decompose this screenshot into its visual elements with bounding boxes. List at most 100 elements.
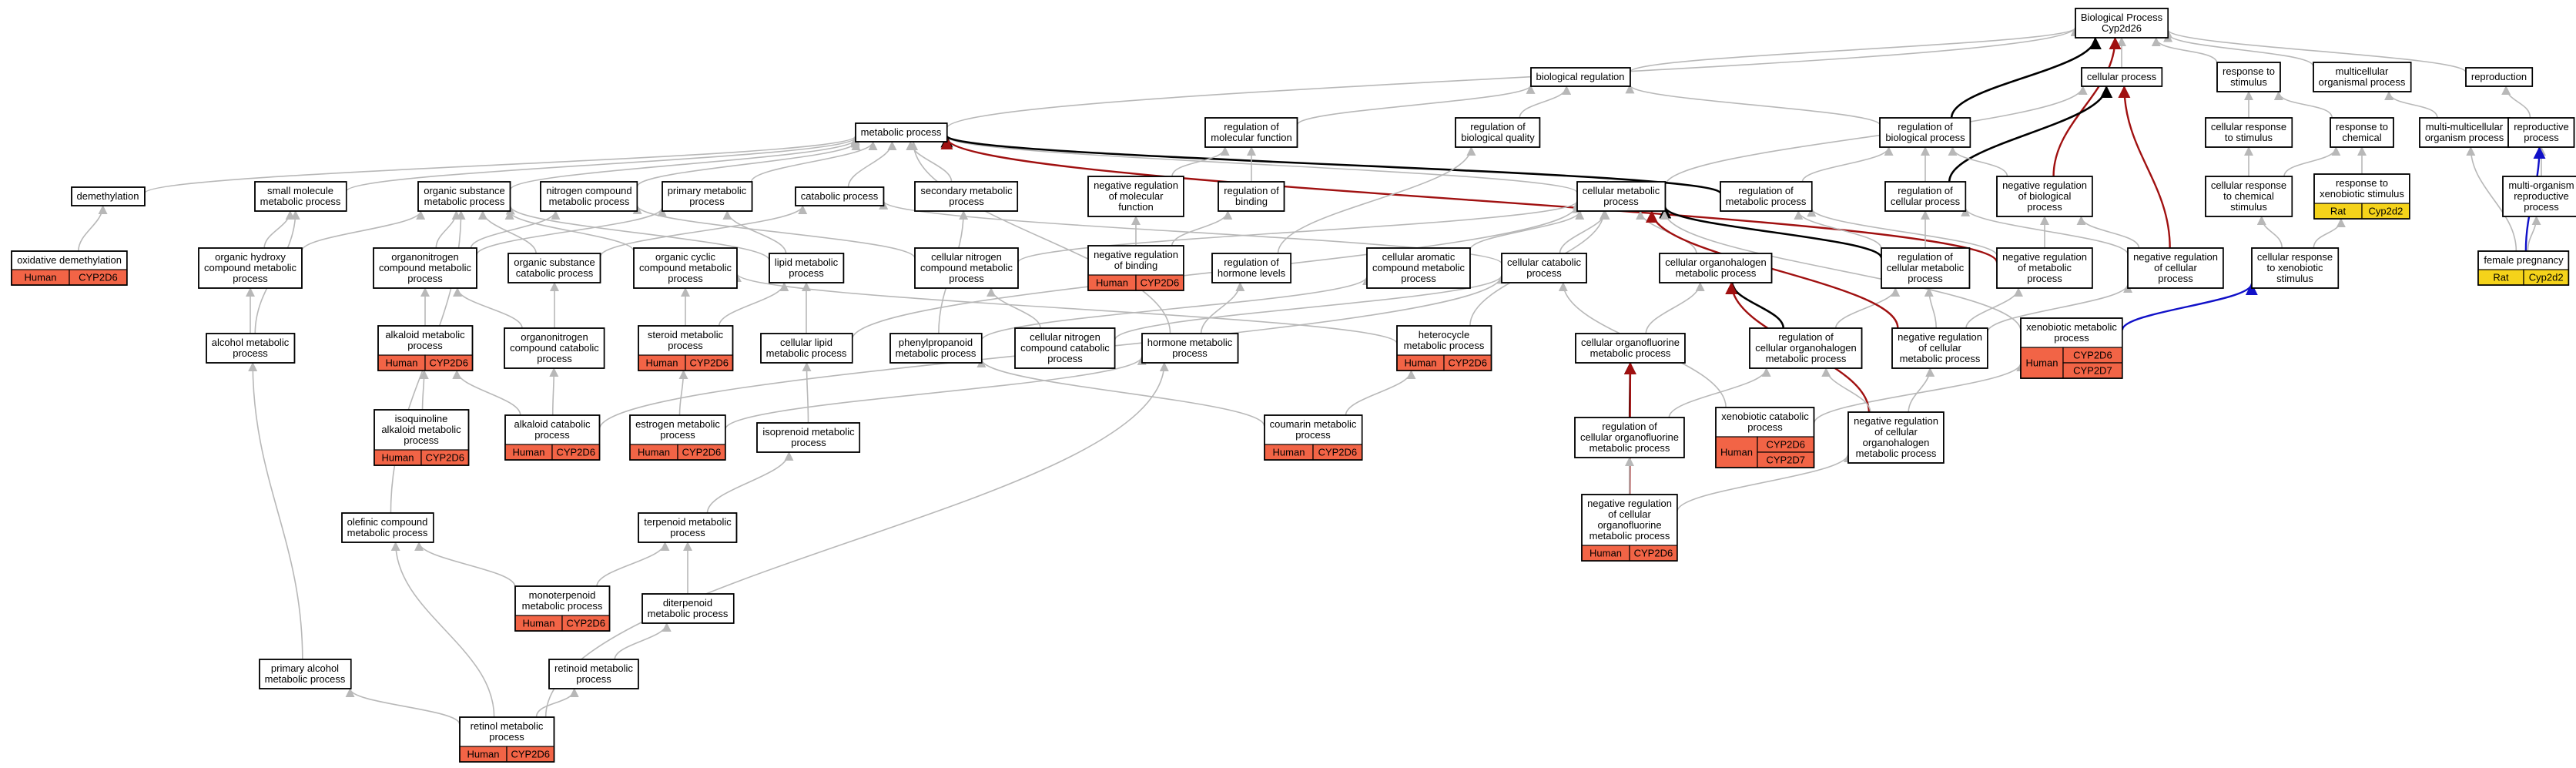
gene-label: CYP2D7 [1766,454,1805,466]
term-box [2205,176,2293,217]
edge-grey [1469,210,1585,250]
edge-grey [1948,146,2008,177]
edge-grey [909,141,1171,334]
term-label-line: oxidative demethylation [17,254,122,266]
gene-label: Cyp2d2 [2369,206,2403,217]
edge-grey [1668,367,1771,418]
species-label: Human [2026,357,2058,369]
term-label-line: process [689,196,725,207]
edge-grey [1629,26,2080,73]
term-label-line: metabolic process [1856,448,1937,459]
term-label-line: process [407,273,443,284]
edge-grey [732,273,1398,344]
term-label-line: process [1401,273,1436,284]
edge-grey [2313,218,2346,249]
edge-grey [248,362,303,660]
gene-label: CYP2D6 [689,357,729,369]
term-label-line: metabolic process [1589,442,1670,454]
term-label-line: response to [2223,65,2275,77]
term-label-line: process [404,434,439,446]
term-label-line: negative regulation [2002,251,2087,263]
term-label-line: process [949,273,984,284]
term-label-line: organismal process [2319,76,2406,88]
term-label-line: regulation of [1224,257,1279,268]
edge-red [2052,37,2122,177]
term-label-line: catabolic process [516,267,594,279]
term-label-line: metabolic process [1590,347,1671,359]
edge-grey [470,210,561,249]
species-label: Human [1273,447,1305,458]
term-label-line: process [233,347,268,359]
term-label-line: of biological [2018,190,2072,202]
term-label-line: isoquinoline [395,413,448,424]
term-label-line: organohalogen [1863,437,1930,448]
edge-grey [78,205,108,252]
term-label-line: metabolic process [522,600,603,612]
term-label-line: negative regulation [2002,179,2087,191]
term-label-line: regulation of [1898,121,1953,132]
term-label-line: regulation of [1470,121,1526,132]
edge-grey [1660,210,2022,331]
term-label-line: organonitrogen [391,251,458,263]
edge-grey [1277,146,1476,254]
edge-grey [1200,282,1245,334]
gene-label: CYP2D6 [425,452,464,464]
term-label-line: process [1295,429,1331,441]
term-label-line: of binding [1114,260,1157,271]
term-label-line: regulation of [1602,421,1657,432]
edge-grey [1519,86,1572,119]
edge-black [1659,206,1883,259]
edge-grey [2163,32,2314,67]
term-label-line: of cellular [1918,342,1961,354]
edge-grey [1114,274,1506,340]
gene-label: CYP2D6 [1141,277,1180,289]
term-box [1366,247,1471,289]
edge-grey [1559,210,1610,254]
edge-grey [987,287,1041,329]
gene-label: CYP2D6 [79,272,118,283]
term-label-line: metabolic process [1726,196,1807,207]
term-label-line: monoterpenoid [529,589,596,601]
term-label-line: reproduction [2471,71,2527,82]
species-label: Human [382,452,414,464]
go-term-demethylation: demethylation [71,186,146,206]
gene-label: CYP2D6 [682,447,722,458]
gene-label: CYP2D6 [1634,548,1673,559]
edge-grey [453,287,523,329]
term-label-line: process [1172,347,1208,359]
term-label-line: cellular catabolic [1507,257,1582,268]
term-box [1218,181,1285,212]
term-label-line: cellular process [2087,71,2157,82]
term-label-line: metabolic process [896,347,976,359]
term-label-line: process [1603,196,1639,207]
term-label-line: regulation of [1738,185,1794,196]
edge-grey [636,141,861,187]
term-label-line: estrogen metabolic [635,418,720,430]
edge-grey [452,370,521,416]
term-label-line: process [949,196,984,207]
edge-black [940,135,1721,194]
term-label-line: cellular lipid [780,337,832,348]
go-term-xenobiotic-metabolic-process: xenobiotic metabolicprocessHumanCYP2D6CY… [2020,317,2123,379]
term-label-line: xenobiotic catabolic [1721,411,1809,422]
term-label-line: organism process [2425,132,2504,143]
term-label-line: alkaloid catabolic [514,418,591,430]
term-label-line: chemical [2342,132,2381,143]
